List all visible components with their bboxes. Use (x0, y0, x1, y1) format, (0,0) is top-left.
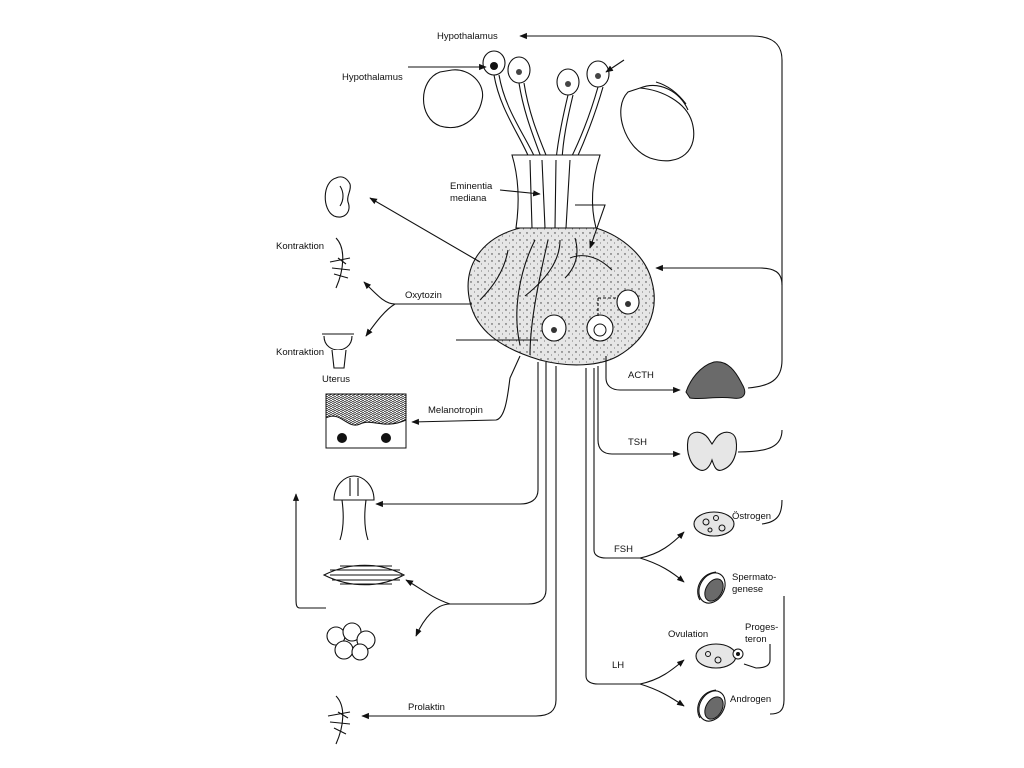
ovulation-label: Ovulation (668, 629, 708, 640)
thyroid-gland-organ (686, 431, 738, 471)
eminentia-arrow (499, 189, 541, 197)
spermatogenese-label-line1: Spermato- (732, 572, 776, 583)
cell-pointer-arrow (605, 59, 625, 73)
androgen-label: Androgen (730, 694, 771, 705)
oxytozin-arrow-down (365, 303, 396, 337)
muscle-organ (322, 564, 406, 586)
adrenal-gland-organ (685, 361, 746, 400)
bone-organ (333, 475, 375, 541)
mammary-gland-organ (329, 237, 351, 289)
oestrogen-feedback-line (761, 499, 783, 525)
progesteron-label-line1: Proges- (745, 622, 778, 633)
growth-bone-arrow (375, 362, 539, 508)
feedback-to-gland-arrow (655, 264, 783, 286)
feedback-loop-arrow (519, 32, 783, 389)
melanotropin-arrow (411, 355, 521, 425)
growth-fat-arrow (415, 362, 547, 637)
acth-arrow (605, 356, 681, 394)
kontraktion-label-2: Kontraktion (276, 347, 324, 358)
melanotropin-label: Melanotropin (428, 405, 483, 416)
lh-testis-arrow (639, 683, 685, 707)
eminentia-label-line1: Eminentia (450, 181, 493, 192)
uterus-organ (322, 333, 354, 369)
tsh-feedback-line (737, 429, 783, 453)
uterus-label: Uterus (322, 374, 350, 385)
skin-melanocyte-image (325, 393, 407, 449)
kidney-arrow (369, 197, 481, 263)
breast-organ (327, 695, 351, 745)
androgen-feedback-line (769, 596, 785, 715)
pituitary-gland (456, 227, 655, 366)
fsh-label: FSH (614, 544, 633, 555)
progesteron-line (743, 644, 771, 669)
fat-cells-organ (326, 622, 376, 661)
growth-muscle-arrow (405, 579, 451, 605)
tsh-arrow (597, 366, 681, 458)
ovary-organ-lh (695, 643, 744, 669)
testis-organ-lh (697, 689, 726, 722)
oestrogen-label: Östrogen (732, 511, 771, 522)
neuron-cells (482, 50, 610, 96)
spermatogenese-label-line2: genese (732, 584, 763, 595)
kontraktion-label-1: Kontraktion (276, 241, 324, 252)
lh-label: LH (612, 660, 624, 671)
fsh-ovary-arrow (639, 531, 685, 559)
progesteron-label-line2: teron (745, 634, 767, 645)
lh-line (585, 368, 640, 685)
oxytozin-label: Oxytozin (405, 290, 442, 301)
hypothalamus-drawing (422, 50, 695, 229)
acth-label: ACTH (628, 370, 654, 381)
ovary-organ-fsh (693, 511, 735, 537)
prolaktin-label: Prolaktin (408, 702, 445, 713)
hypothalamus-left-label: Hypothalamus (342, 72, 403, 83)
prolaktin-arrow (361, 366, 557, 720)
hypothalamus-top-label: Hypothalamus (437, 31, 498, 42)
fsh-testis-arrow (639, 557, 685, 583)
eminentia-label-line2: mediana (450, 193, 487, 204)
tsh-label: TSH (628, 437, 647, 448)
growth-loop-arrow (292, 493, 326, 609)
testis-organ-fsh (697, 571, 726, 604)
axon-tracts (493, 74, 604, 161)
portal-arrow (575, 204, 606, 249)
lh-ovary-arrow (639, 659, 685, 685)
kidney-organ (324, 176, 351, 218)
fsh-line (593, 368, 640, 559)
